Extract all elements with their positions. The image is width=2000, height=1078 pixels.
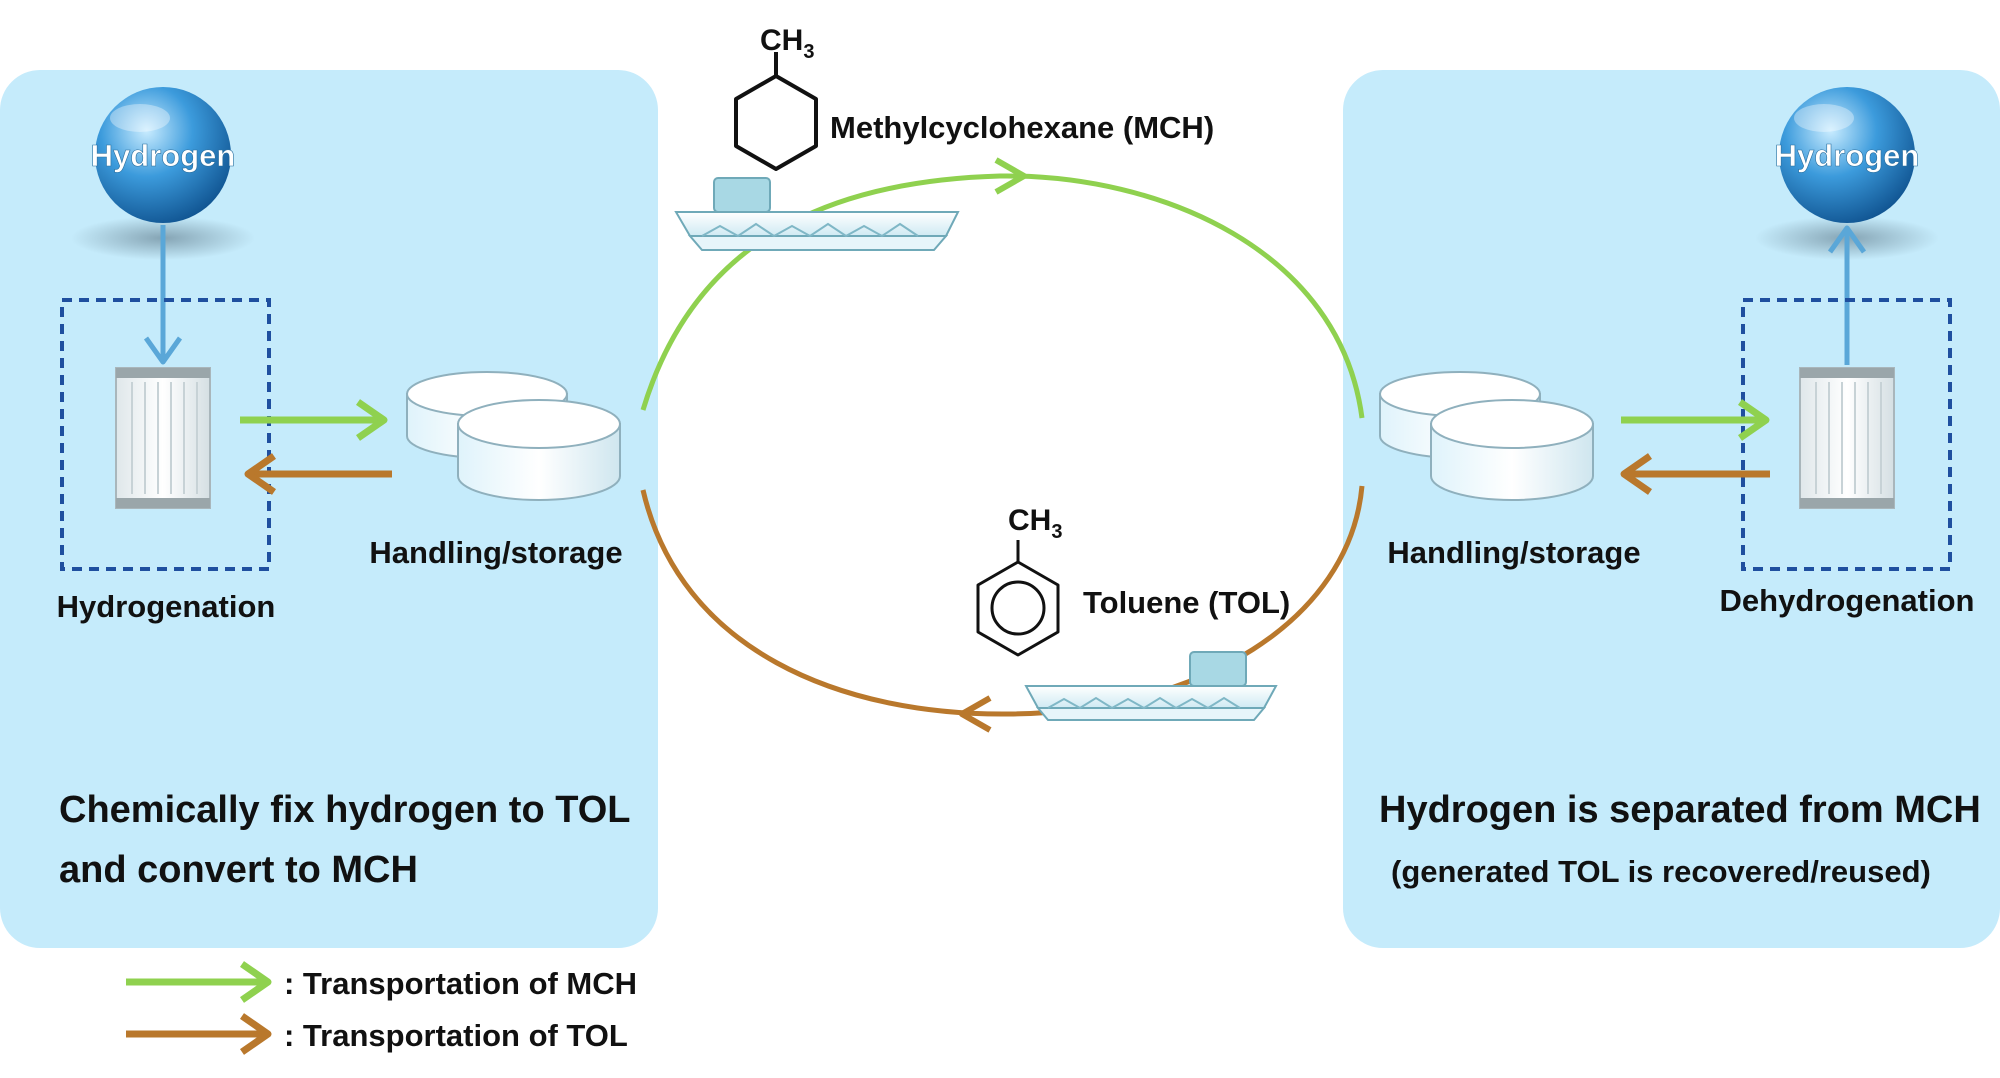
right-hydrogen-label: Hydrogen bbox=[1775, 138, 1920, 173]
mch-transport-route bbox=[640, 173, 1365, 419]
tol-route-arrowhead bbox=[959, 695, 992, 733]
tol-transport-route bbox=[640, 485, 1365, 717]
left-caption-line2: and convert to MCH bbox=[59, 849, 418, 891]
left-hydrogen-arrow bbox=[143, 225, 183, 365]
hydrogenation-reactor bbox=[115, 367, 211, 509]
hydrogenation-unit-box bbox=[60, 298, 271, 571]
dehydrogenation-reactor bbox=[1799, 367, 1895, 509]
tol-methyl-group: CH3 bbox=[1008, 504, 1062, 543]
legend-mch-label: : Transportation of MCH bbox=[284, 966, 637, 1001]
left-storage-tanks bbox=[406, 371, 621, 501]
right-storage-label: Handling/storage bbox=[1387, 535, 1640, 570]
left-caption-line1: Chemically fix hydrogen to TOL bbox=[59, 789, 631, 831]
legend-tol-label: : Transportation of TOL bbox=[284, 1018, 628, 1053]
mch-methyl-group: CH3 bbox=[760, 24, 814, 63]
left-hydrogen-sphere: Hydrogen bbox=[71, 87, 255, 260]
legend-mch-arrow bbox=[126, 961, 272, 1003]
left-mch-arrow bbox=[240, 399, 388, 441]
tol-label: Toluene (TOL) bbox=[1083, 585, 1290, 620]
right-caption-line1: Hydrogen is separated from MCH bbox=[1379, 789, 1981, 831]
mch-label: Methylcyclohexane (MCH) bbox=[830, 110, 1214, 145]
right-caption-line2: (generated TOL is recovered/reused) bbox=[1391, 854, 1931, 889]
mch-tanker-ship bbox=[674, 177, 960, 251]
tol-tanker-ship bbox=[1024, 651, 1278, 721]
right-panel bbox=[1343, 70, 2000, 948]
mch-molecule-structure: CH3 bbox=[734, 24, 818, 171]
mch-route-arrowhead bbox=[994, 157, 1027, 195]
left-hydrogen-label: Hydrogen bbox=[91, 138, 236, 173]
left-storage-label: Handling/storage bbox=[369, 535, 622, 570]
right-storage-tanks bbox=[1379, 371, 1594, 501]
tol-molecule-structure: CH3 bbox=[976, 504, 1062, 657]
right-mch-arrow bbox=[1621, 399, 1770, 441]
left-tol-arrow bbox=[244, 453, 392, 495]
legend: : Transportation of MCH : Transportation… bbox=[126, 961, 637, 1055]
dehydrogenation-label: Dehydrogenation bbox=[1720, 583, 1975, 618]
legend-tol-arrow bbox=[126, 1013, 272, 1055]
hydrogenation-label: Hydrogenation bbox=[57, 589, 276, 624]
right-tol-arrow bbox=[1620, 453, 1770, 495]
